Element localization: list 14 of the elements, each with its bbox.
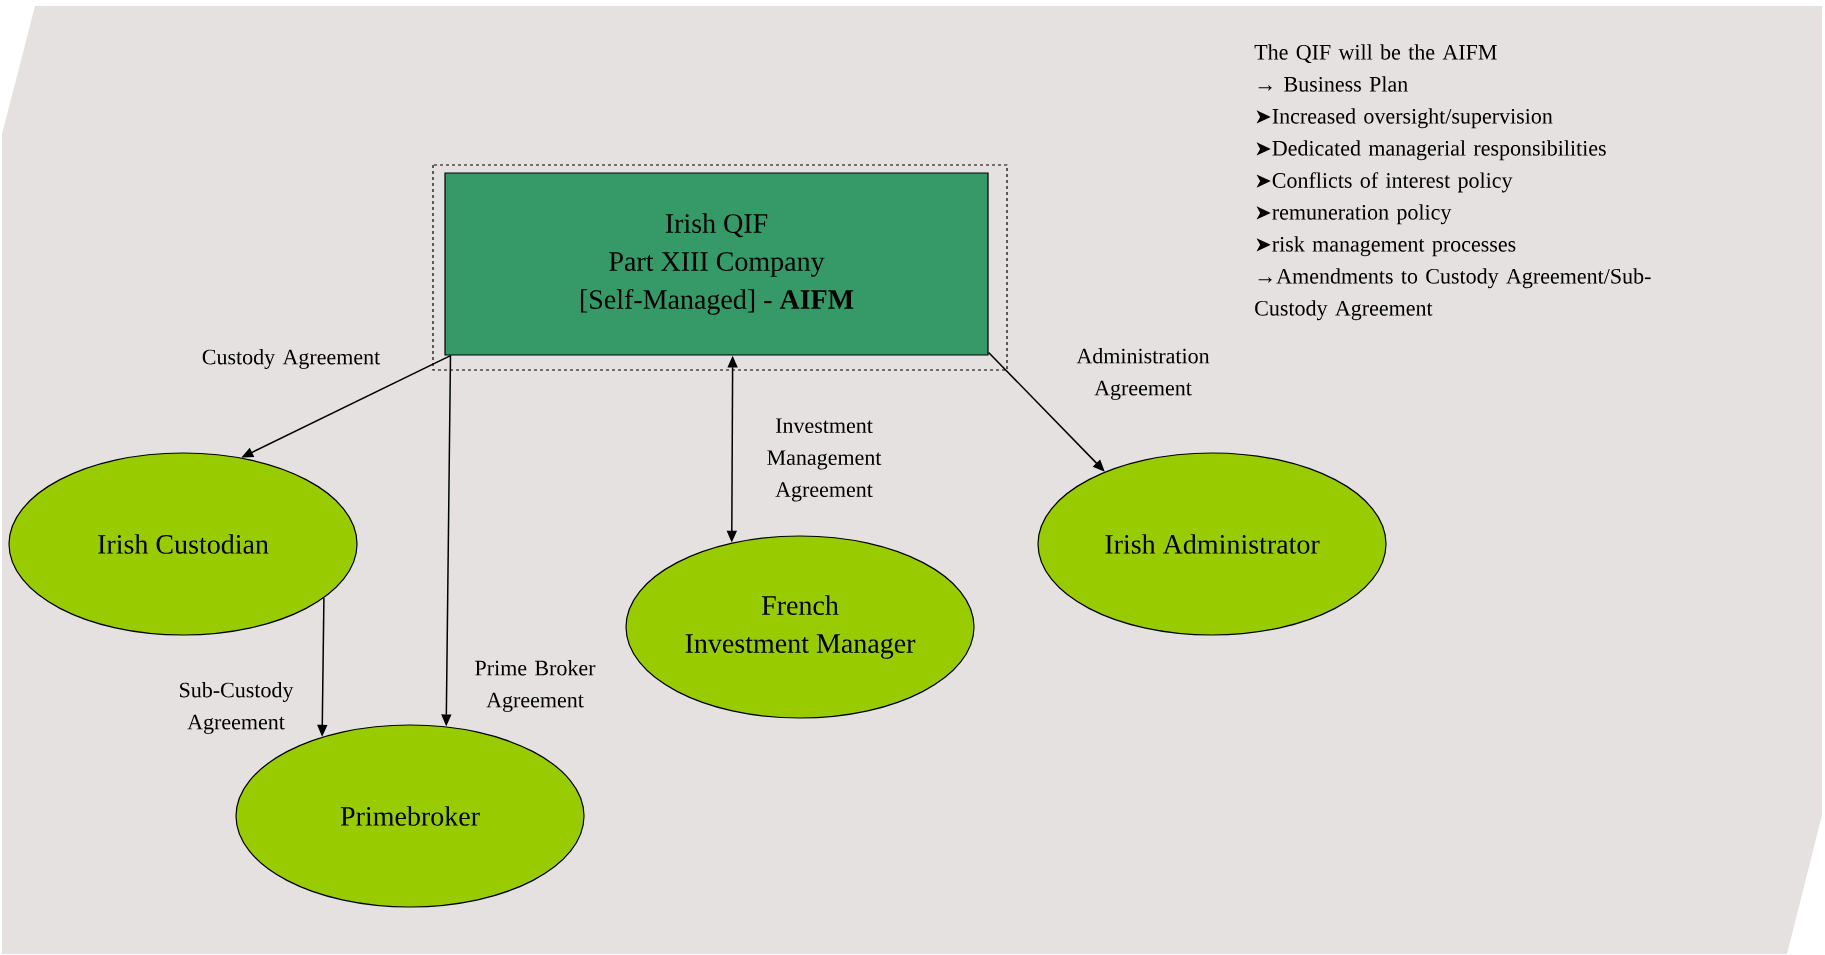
- note-text: ➤Increased oversight/supervision: [1256, 108, 1553, 129]
- note-text: → Business Plan: [1258, 76, 1408, 92]
- note-text: ➤Dedicated managerial responsibilities: [1256, 140, 1606, 161]
- edge-label: Custody Agreement: [202, 349, 381, 369]
- edge-label: Investment Management Agreement: [767, 418, 882, 502]
- note-text: ➤risk management processes: [1256, 236, 1516, 257]
- note-text: →Amendments to Custody Agreement/Sub-Custody Agreement: [1255, 268, 1651, 321]
- edge-label: Administration Agreement: [1076, 348, 1210, 400]
- process-box: Irish QIF Part XIII Company [Self-Managed] - AIFM: [444, 172, 989, 356]
- edge-label: Prime Broker Agreement: [475, 660, 596, 712]
- note-text: ➤remuneration policy: [1256, 204, 1452, 225]
- note-text: ➤Conflicts of interest policy: [1256, 172, 1513, 193]
- note-text: The QIF will be the AIFM: [1254, 44, 1497, 63]
- arrow: [987, 351, 1105, 472]
